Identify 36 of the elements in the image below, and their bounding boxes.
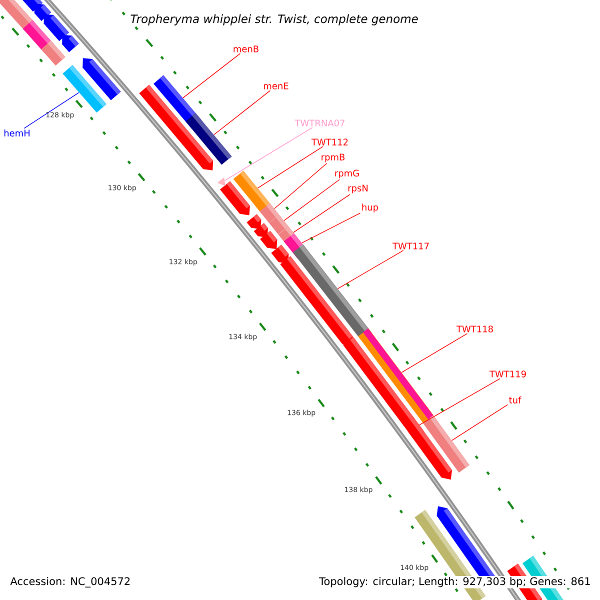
gene-bar [403,417,424,440]
gene-label: hup [362,204,378,212]
leader-line [451,404,508,441]
gene-bar [62,65,106,113]
gene-bar [186,113,232,165]
title: Tropheryma whipplei str. Twist, complete genome [130,14,418,26]
leader-line [214,90,271,136]
trna-marker [217,177,226,186]
leader-line [224,127,313,181]
gene-label: menE [264,82,288,90]
gene-label: rpsN [348,184,368,194]
footer-text: Accession: NC_004572 [9,576,132,588]
gene-label: rpmG [335,170,359,178]
leader-line [284,179,340,221]
leader-line [401,333,468,373]
leader-line [274,163,328,209]
gene-label: TWT118 [456,326,493,332]
leader-line [302,212,361,244]
gene-label: menB [234,46,258,52]
gene-label: TWT119 [489,370,526,378]
leader-line [24,92,80,129]
gene-label: tuf [509,396,522,404]
leader-line [419,378,500,426]
footer-text: Topology: circular; Length: 927,303 bp; Genes: 861 [318,576,592,588]
gene-label: TWTRNA07 [294,120,344,126]
gene-bar [358,328,434,424]
gene-label: hemH [4,130,30,136]
gene-bar [422,415,470,473]
leader-line [293,194,350,233]
leader-line [257,146,324,188]
gene-label: rpmB [322,154,345,162]
gene-label: TWT117 [392,242,429,250]
leader-line [337,250,404,290]
gene-bar [233,170,271,213]
gene-label: TWT112 [311,138,348,146]
leader-line [182,53,240,98]
